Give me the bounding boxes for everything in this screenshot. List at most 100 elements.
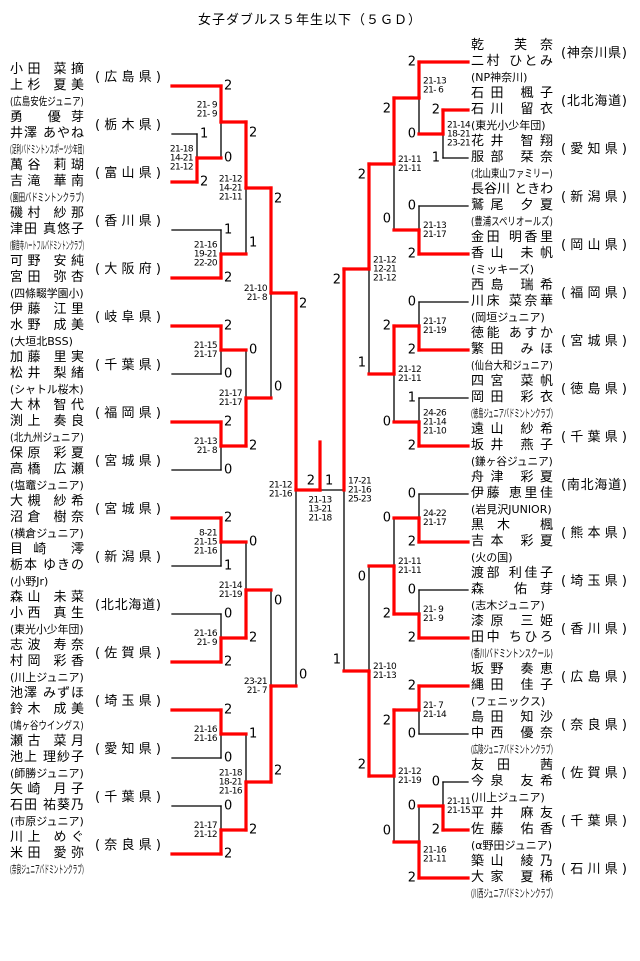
player-name: 島田 知沙 xyxy=(471,710,553,725)
match-score: 2 xyxy=(224,655,232,670)
game-score: 21-14 xyxy=(447,121,471,131)
club-name: (師勝ジュニア) xyxy=(10,767,84,780)
final-score: 2 xyxy=(307,474,315,489)
match-score: 2 xyxy=(408,535,416,550)
prefecture: (岡山県) xyxy=(561,238,627,253)
match-score: 2 xyxy=(224,79,232,94)
player-name: 中西 優奈 xyxy=(471,726,553,741)
player-name: 黒木 楓 xyxy=(471,518,553,533)
game-score: 21- 7 xyxy=(423,701,443,711)
club-name: (市原ジュニア) xyxy=(10,815,84,828)
player-name: 小田 菜摘 xyxy=(10,62,84,77)
player-name: 遠山 紗希 xyxy=(471,422,553,437)
match-score: 0 xyxy=(299,668,307,683)
game-score: 21-17 xyxy=(423,317,446,327)
club-name: (奈良ジュニアバドミントンクラブ) xyxy=(10,863,84,876)
match-score: 2 xyxy=(200,175,208,190)
player-name: 平井 麻友 xyxy=(471,806,553,821)
game-score: 21- 9 xyxy=(423,605,444,615)
game-score: 18-21 xyxy=(447,130,470,140)
prefecture: (佐賀県) xyxy=(95,646,161,661)
game-score: 21- 9 xyxy=(197,638,218,648)
game-score: 21- 6 xyxy=(423,86,444,96)
game-score: 21-17 xyxy=(219,389,242,399)
player-name: 石川 留衣 xyxy=(471,102,553,117)
prefecture: (千葉県) xyxy=(561,814,627,829)
match-score: 2 xyxy=(408,631,416,646)
club-name: (岩見沢JUNIOR) xyxy=(471,503,552,516)
game-score: 21-19 xyxy=(423,326,447,336)
club-name: (仙台大和ジュニア) xyxy=(471,359,553,372)
game-score: 21-10 xyxy=(423,427,447,437)
player-name: 萬谷 莉瑚 xyxy=(10,158,84,173)
game-score: 21-12 xyxy=(219,175,242,185)
game-score: 24-26 xyxy=(423,409,447,419)
player-name: 目崎 澪 xyxy=(10,542,84,557)
match-score: 1 xyxy=(408,391,416,406)
player-name: 磯村 紗那 xyxy=(10,206,84,221)
player-name: 大林 智代 xyxy=(10,398,84,413)
player-name: 瀬古 菜月 xyxy=(10,734,84,749)
prefecture: (宮城県) xyxy=(561,334,627,349)
game-score: 21-16 xyxy=(194,725,218,735)
match-score: 2 xyxy=(408,247,416,262)
club-name: (広陵ジュニアバドミントンクラブ) xyxy=(471,743,553,756)
match-score: 2 xyxy=(224,703,232,718)
match-score: 0 xyxy=(383,415,391,430)
prefecture: (徳島県) xyxy=(561,382,627,397)
player-name: 川上 めぐ xyxy=(10,830,84,845)
player-name: 保原 彩夏 xyxy=(10,446,84,461)
match-score: 0 xyxy=(224,367,232,382)
match-score: 2 xyxy=(408,55,416,70)
game-score: 21-17 xyxy=(423,230,446,240)
game-score: 21- 8 xyxy=(197,446,218,456)
player-name: 舟津 彩夏 xyxy=(471,470,553,485)
game-score: 21-12 xyxy=(373,274,396,284)
game-score: 21-16 xyxy=(194,241,218,251)
match-score: 0 xyxy=(408,127,416,142)
player-name: 岡田 彩衣 xyxy=(471,390,553,405)
game-score: 21-15 xyxy=(194,341,217,351)
game-score: 21-17 xyxy=(423,518,446,528)
player-name: 矢崎 月子 xyxy=(10,782,84,797)
club-name: (岡垣ジュニア) xyxy=(471,311,545,324)
prefecture: (北北海道) xyxy=(95,598,161,613)
game-score: 21-16 xyxy=(219,787,243,797)
player-name: 吉滝 華南 xyxy=(10,174,84,189)
match-score: 2 xyxy=(224,847,232,862)
match-score: 2 xyxy=(432,823,440,838)
game-score: 21-16 xyxy=(269,490,293,500)
game-score: 21-16 xyxy=(194,629,218,639)
match-score: 2 xyxy=(249,823,257,838)
game-score: 21-11 xyxy=(398,155,421,165)
player-name: 服部 栞奈 xyxy=(471,150,553,165)
prefecture: (広島県) xyxy=(561,670,627,685)
game-score: 21- 8 xyxy=(247,293,268,303)
match-score: 2 xyxy=(383,714,391,729)
player-name: 米田 愛弥 xyxy=(10,846,84,861)
match-score: 1 xyxy=(333,653,341,668)
game-score: 21-14 xyxy=(219,581,243,591)
prefecture: (新潟県) xyxy=(95,550,161,565)
player-name: 坂井 燕子 xyxy=(471,438,553,453)
player-name: 吉本 彩夏 xyxy=(471,534,553,549)
game-score: 21-11 xyxy=(423,855,446,865)
player-name: 石田 楓子 xyxy=(471,86,553,101)
game-score: 21-11 xyxy=(398,557,421,567)
match-score: 0 xyxy=(224,151,232,166)
prefecture: (奈良県) xyxy=(95,838,161,853)
player-name: 二村 ひとみ xyxy=(471,54,553,69)
match-score: 2 xyxy=(299,297,307,312)
prefecture: (愛知県) xyxy=(561,142,627,157)
player-name: 長谷川 ときわ xyxy=(471,182,554,197)
match-score: 1 xyxy=(249,727,257,742)
club-name: (徳島ジュニアバドミントンクラブ) xyxy=(471,407,553,420)
match-score: 2 xyxy=(224,511,232,526)
prefecture: (岐阜県) xyxy=(95,310,161,325)
prefecture: (福岡県) xyxy=(95,406,161,421)
game-score: 21-15 xyxy=(194,538,217,548)
club-name: (シャトル桜木) xyxy=(10,383,84,396)
game-score: 21-14 xyxy=(423,418,447,428)
match-score: 0 xyxy=(224,463,232,478)
player-name: 宮田 弥杏 xyxy=(10,270,84,285)
